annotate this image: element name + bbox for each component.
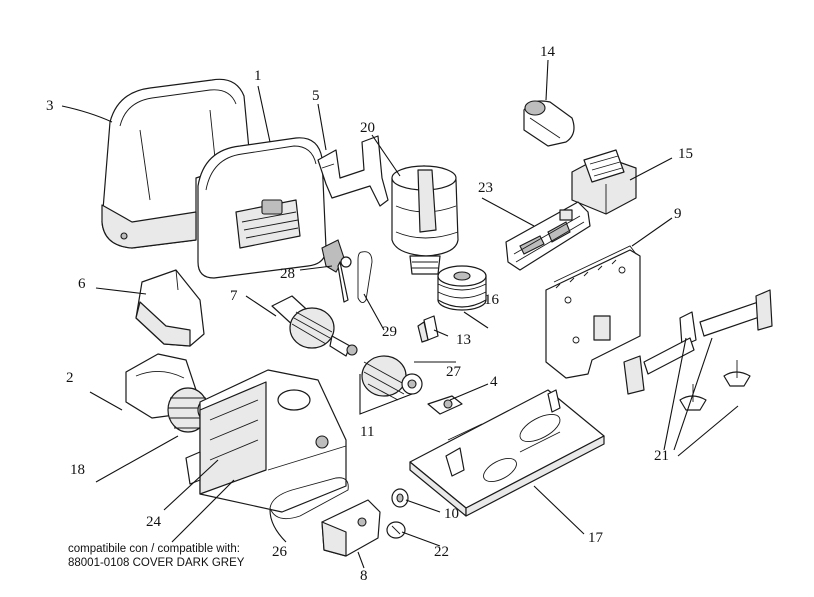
part-13-clip — [417, 315, 439, 343]
part-21-rack-anchors — [623, 289, 773, 411]
label-part-27: 27 — [446, 364, 462, 380]
label-part-1: 1 — [254, 68, 262, 84]
part-6-cover-piece — [135, 269, 205, 347]
part-14-capacitor — [523, 100, 575, 147]
label-part-21: 21 — [654, 448, 669, 464]
part-16-coil — [437, 265, 487, 311]
compatibility-note-line1: compatibile con / compatible with: — [68, 543, 240, 555]
part-20-motor — [391, 165, 459, 275]
part-29-spring — [357, 251, 373, 303]
label-part-26: 26 — [272, 544, 288, 560]
part-1-front-cover — [197, 137, 327, 279]
label-part-7: 7 — [230, 288, 238, 304]
part-7-shaft-gear — [271, 295, 358, 357]
part-22-cap — [386, 521, 406, 539]
part-24-gearbox-base — [185, 369, 347, 513]
label-part-8: 8 — [360, 568, 368, 584]
label-part-4: 4 — [490, 374, 498, 390]
label-part-18: 18 — [70, 462, 85, 478]
part-5-bracket — [317, 135, 389, 207]
label-part-29: 29 — [382, 324, 397, 340]
part-10-cable-gland — [391, 488, 409, 508]
label-part-23: 23 — [478, 180, 493, 196]
label-part-16: 16 — [484, 292, 500, 308]
part-26-gasket — [269, 477, 349, 520]
label-part-2: 2 — [66, 370, 74, 386]
label-part-6: 6 — [78, 276, 86, 292]
label-part-28: 28 — [280, 266, 295, 282]
part-9-mounting-plate — [545, 245, 641, 379]
label-part-3: 3 — [46, 98, 54, 114]
label-part-9: 9 — [674, 206, 682, 222]
label-part-20: 20 — [360, 120, 375, 136]
part-28-release-lever — [321, 239, 352, 303]
label-part-14: 14 — [540, 44, 556, 60]
part-15-transformer — [571, 149, 637, 215]
label-part-13: 13 — [456, 332, 471, 348]
part-27-gear-wheel — [361, 355, 423, 401]
label-part-5: 5 — [312, 88, 320, 104]
label-part-15: 15 — [678, 146, 693, 162]
part-3-outer-cover — [101, 78, 251, 249]
part-number-labels: 1 2 3 4 5 6 7 8 9 10 11 13 14 15 16 17 1… — [46, 44, 693, 584]
part-4-pin — [427, 395, 463, 415]
label-part-11: 11 — [360, 424, 374, 440]
compatibility-note-line2: 88001-0108 COVER DARK GREY — [68, 557, 245, 569]
part-23-control-board — [505, 201, 591, 271]
label-part-24: 24 — [146, 514, 162, 530]
label-part-10: 10 — [444, 506, 459, 522]
compatibility-note: compatibile con / compatible with: 88001… — [68, 542, 244, 570]
part-8-end-cap — [321, 499, 381, 557]
label-part-17: 17 — [588, 530, 604, 546]
part-17-base-plate — [409, 389, 605, 517]
leader-lines — [61, 59, 739, 569]
label-part-22: 22 — [434, 544, 449, 560]
